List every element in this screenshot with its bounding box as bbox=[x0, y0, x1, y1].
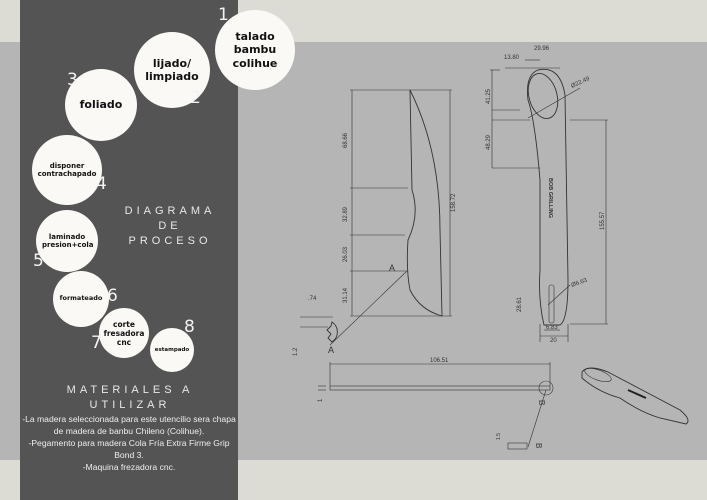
dim-d22-49: Ø22.49 bbox=[570, 76, 591, 90]
dim-28-61: 28.61 bbox=[517, 296, 523, 312]
dim-26-03: 26.03 bbox=[343, 246, 349, 262]
step-number-4: 4 bbox=[96, 174, 107, 194]
dim-106-51: 106.51 bbox=[430, 358, 449, 364]
materials-title-line1: MATERIALES A bbox=[66, 384, 194, 396]
dim-1-2: 1.2 bbox=[293, 347, 299, 356]
dim-41-25: 41.25 bbox=[486, 88, 492, 104]
material-item: -Maquina frezadora cnc. bbox=[82, 462, 176, 472]
dim-20: 20 bbox=[550, 338, 557, 344]
step-number-3: 3 bbox=[67, 70, 78, 90]
detail-a-label: A bbox=[389, 263, 395, 273]
dim-158-72: 158.72 bbox=[451, 193, 457, 212]
detail-b-label: B bbox=[534, 443, 543, 448]
stamp-text: BOB GRILLING bbox=[547, 178, 553, 218]
step-label: lijado/ limpiado bbox=[145, 56, 199, 83]
materials-list: -La madera seleccionada para este utenci… bbox=[22, 413, 236, 473]
dim-13-80: 13.80 bbox=[504, 55, 520, 61]
step-circle-7: corte fresadora cnc bbox=[99, 308, 149, 358]
step-number-8: 8 bbox=[184, 317, 195, 337]
top-view bbox=[490, 59, 608, 342]
dim-6-83: 6.83 bbox=[546, 325, 558, 331]
dim-48-29: 48.29 bbox=[486, 134, 492, 150]
dim-29-96: 29.96 bbox=[534, 46, 550, 52]
side-view bbox=[300, 89, 452, 346]
step-circle-3: foliado bbox=[65, 69, 137, 141]
dim-155-57: 155.57 bbox=[600, 211, 606, 230]
dim-d6-63: Ø6.63 bbox=[571, 277, 589, 288]
step-circle-5: laminado presion+cola bbox=[36, 210, 98, 272]
dim-31-14: 31.14 bbox=[343, 287, 349, 303]
material-item: -Pegamento para madera Cola Fría Extra F… bbox=[28, 438, 230, 460]
step-circle-2: lijado/ limpiado bbox=[134, 32, 210, 108]
step-label: laminado presion+cola bbox=[42, 232, 94, 249]
step-circle-8: estampado bbox=[150, 328, 194, 372]
step-circle-4: disponer contrachapado bbox=[32, 135, 102, 205]
step-label: disponer contrachapado bbox=[37, 161, 97, 178]
step-number-6: 6 bbox=[107, 286, 118, 306]
dim-1: 1 bbox=[318, 398, 324, 402]
step-label: talado bambu colihue bbox=[232, 30, 278, 70]
process-title-line2: PROCESO bbox=[128, 235, 212, 247]
step-circle-1: talado bambu colihue bbox=[215, 10, 295, 90]
step-number-1: 1 bbox=[218, 5, 229, 25]
isometric-view bbox=[581, 367, 689, 425]
materials-title: MATERIALES A UTILIZAR bbox=[60, 383, 200, 413]
step-circle-6: formateado bbox=[53, 271, 109, 327]
front-view bbox=[318, 362, 554, 450]
step-number-7: 7 bbox=[91, 333, 102, 353]
step-label: corte fresadora cnc bbox=[103, 319, 145, 347]
step-label: estampado bbox=[154, 346, 190, 353]
material-item: -La madera seleccionada para este utenci… bbox=[22, 414, 236, 436]
step-label: foliado bbox=[79, 98, 123, 112]
process-title-line1: DIAGRAMA DE bbox=[124, 205, 216, 232]
process-title: DIAGRAMA DE PROCESO bbox=[110, 204, 230, 249]
dim-1-5: 1.5 bbox=[496, 433, 502, 440]
dim-68-66: 68.66 bbox=[343, 132, 349, 148]
step-label: formateado bbox=[59, 294, 103, 303]
dim-32-89: 32.89 bbox=[343, 206, 349, 222]
step-number-2: 2 bbox=[190, 88, 201, 108]
dim-0-74: .74 bbox=[308, 296, 317, 302]
materials-title-line2: UTILIZAR bbox=[89, 399, 171, 411]
detail-a-label: A bbox=[328, 345, 334, 355]
step-number-5: 5 bbox=[33, 251, 44, 271]
detail-b-label: B bbox=[537, 400, 546, 405]
